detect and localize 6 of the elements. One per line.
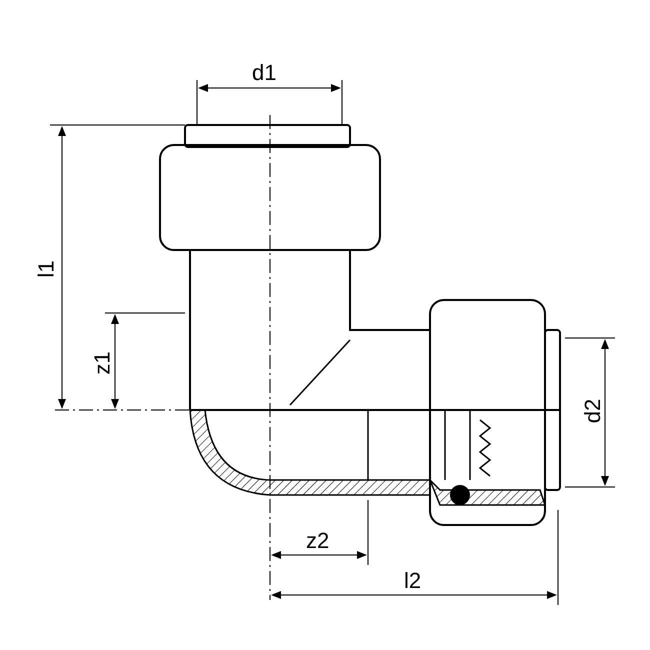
dimension-label: d1 [252,62,276,84]
dimension-label: d2 [582,398,604,424]
dimension-label: z2 [306,530,330,552]
dimension-label: z1 [92,351,114,375]
dimension-label: l1 [36,260,58,278]
dimension-label: l2 [404,570,422,592]
